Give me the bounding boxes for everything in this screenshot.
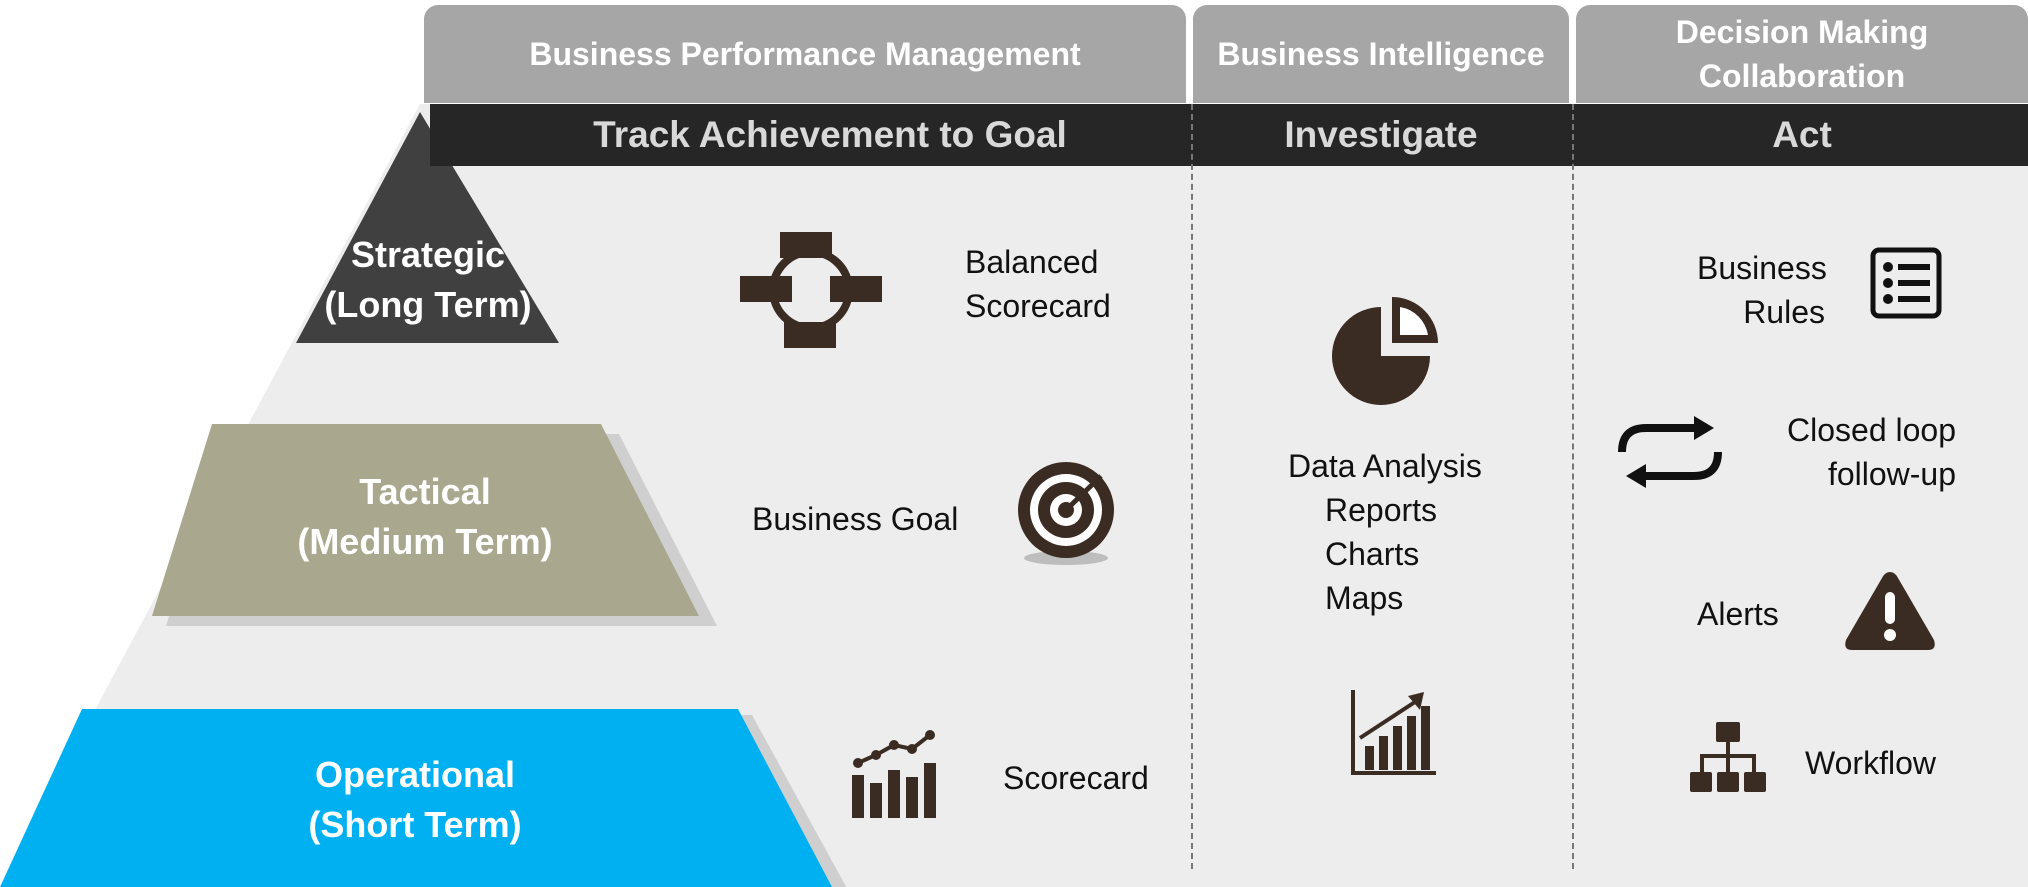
subheader-act: Act [1772, 114, 1832, 155]
tier-operational-label: Operational (Short Term) [308, 754, 522, 845]
header-decision-making: Decision Making Collaboration [1576, 5, 2028, 103]
header-bpm: Business Performance Management [424, 5, 1186, 103]
growth-chart-icon [1351, 690, 1436, 775]
header-bi: Business Intelligence [1193, 5, 1569, 103]
balanced-scorecard-label: Balanced Scorecard [965, 244, 1111, 324]
business-goal-label: Business Goal [752, 501, 959, 537]
divider-1 [1191, 104, 1193, 869]
list-icon [1870, 247, 1942, 319]
workflow-icon [1690, 722, 1766, 792]
alerts-label: Alerts [1697, 596, 1779, 632]
warning-icon [1845, 572, 1935, 650]
tier-strategic-label: Strategic (Long Term) [324, 234, 532, 325]
divider-2 [1572, 104, 1574, 869]
tier-strategic-shape [296, 112, 559, 343]
subheader-investigate: Investigate [1284, 114, 1478, 155]
loop-arrows-icon [1618, 416, 1722, 488]
tier-tactical-shape [152, 424, 699, 616]
scorecard-label: Scorecard [1003, 760, 1149, 796]
subheader-bar [430, 104, 2028, 166]
pie-chart-icon [1332, 297, 1438, 405]
tier-tactical-label: Tactical (Medium Term) [297, 471, 553, 562]
subheader-track: Track Achievement to Goal [593, 114, 1067, 155]
workflow-label: Workflow [1805, 745, 1936, 781]
closed-loop-label: Closed loop follow-up [1787, 412, 1956, 492]
business-rules-label: Business Rules [1697, 250, 1827, 330]
bar-trend-icon [852, 730, 936, 818]
target-icon [1018, 462, 1114, 565]
tier-operational-shape [0, 709, 832, 887]
investigate-items: Data Analysis Reports Charts Maps [1288, 448, 1482, 616]
balanced-scorecard-icon [740, 232, 882, 348]
